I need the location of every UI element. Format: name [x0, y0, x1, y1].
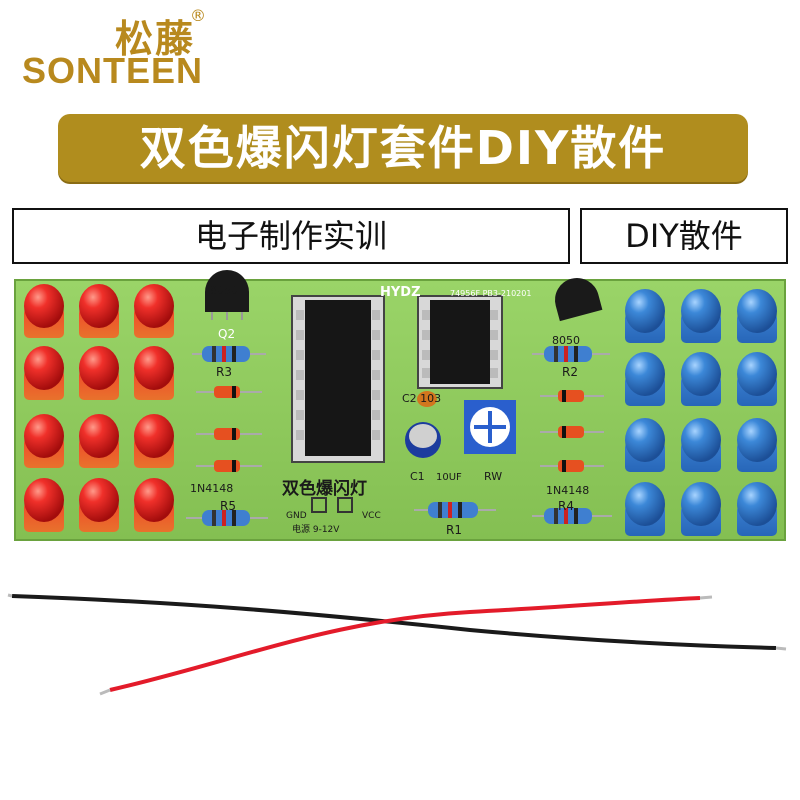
red-led	[24, 478, 64, 532]
red-led	[24, 284, 64, 338]
silk-board-title: 双色爆闪灯	[282, 478, 367, 499]
diode	[540, 426, 604, 438]
pcb-board	[14, 279, 786, 541]
electrolytic-capacitor	[405, 422, 441, 458]
resistor	[186, 510, 268, 526]
label-right-text: DIY散件	[625, 217, 743, 255]
blue-led	[625, 482, 665, 536]
silk-rw: RW	[484, 470, 502, 483]
label-box-left: 电子制作实训	[12, 208, 570, 264]
resistor	[532, 508, 612, 524]
red-led	[134, 284, 174, 338]
red-led	[24, 414, 64, 468]
blue-led-array	[625, 289, 777, 536]
blue-led	[625, 418, 665, 472]
silk-c1: C1	[410, 470, 425, 483]
resistor	[414, 502, 496, 518]
silk-1n4148-left: 1N4148	[190, 482, 233, 495]
brand-name-cn: 松藤	[115, 17, 196, 61]
resistor	[192, 346, 266, 362]
silk-r2: R2	[562, 365, 578, 379]
diode	[540, 390, 604, 402]
red-led	[134, 414, 174, 468]
blue-led	[625, 289, 665, 343]
silk-transistor-left: 8050	[210, 284, 238, 297]
red-led	[24, 346, 64, 400]
label-left-text: 电子制作实训	[194, 217, 387, 255]
ceramic-capacitor	[417, 391, 437, 407]
red-led	[79, 414, 119, 468]
label-box-right: DIY散件	[580, 208, 788, 264]
blue-led	[737, 352, 777, 406]
silk-r4: R4	[558, 499, 574, 513]
diode	[540, 460, 604, 472]
ic-14-pin	[291, 295, 385, 463]
silk-power: 电源 9-12V	[292, 523, 340, 535]
red-led	[79, 284, 119, 338]
silk-c2: C2 103	[402, 392, 441, 405]
blue-led	[625, 352, 665, 406]
potentiometer	[464, 400, 516, 454]
diode	[196, 460, 262, 472]
silk-brand: HYDZ	[380, 285, 421, 300]
power-pad	[311, 497, 327, 513]
title-banner	[58, 114, 748, 182]
silk-transistor-right: 8050	[552, 334, 580, 347]
diode	[196, 428, 262, 440]
brand-name-en: SONTEEN	[22, 50, 204, 91]
silk-r1: R1	[446, 523, 462, 537]
silk-code: 74956F PB3-210201	[450, 289, 531, 298]
ic-8-pin	[417, 295, 503, 389]
silk-gnd: GND	[286, 511, 307, 521]
blue-led	[737, 482, 777, 536]
silk-r3: R3	[216, 365, 232, 379]
transistor-left	[205, 270, 249, 320]
blue-led	[681, 289, 721, 343]
red-led-array	[24, 284, 174, 532]
blue-led	[681, 482, 721, 536]
diode	[196, 386, 262, 398]
resistor	[532, 346, 610, 362]
wires	[7, 593, 787, 696]
silk-r5: R5	[220, 499, 236, 513]
banner-title: 双色爆闪灯套件DIY散件	[139, 121, 667, 175]
red-led	[134, 346, 174, 400]
blue-led	[737, 418, 777, 472]
power-pad	[337, 497, 353, 513]
transistor-right	[555, 278, 603, 322]
red-led	[134, 478, 174, 532]
blue-led	[737, 289, 777, 343]
red-led	[79, 478, 119, 532]
blue-led	[681, 352, 721, 406]
red-led	[79, 346, 119, 400]
silk-q2: Q2	[218, 327, 235, 341]
silk-10uf: 10UF	[436, 472, 462, 483]
silk-1n4148-right: 1N4148	[546, 484, 589, 497]
blue-led	[681, 418, 721, 472]
silk-vcc: VCC	[362, 511, 381, 521]
registered-mark: ®	[190, 6, 206, 25]
